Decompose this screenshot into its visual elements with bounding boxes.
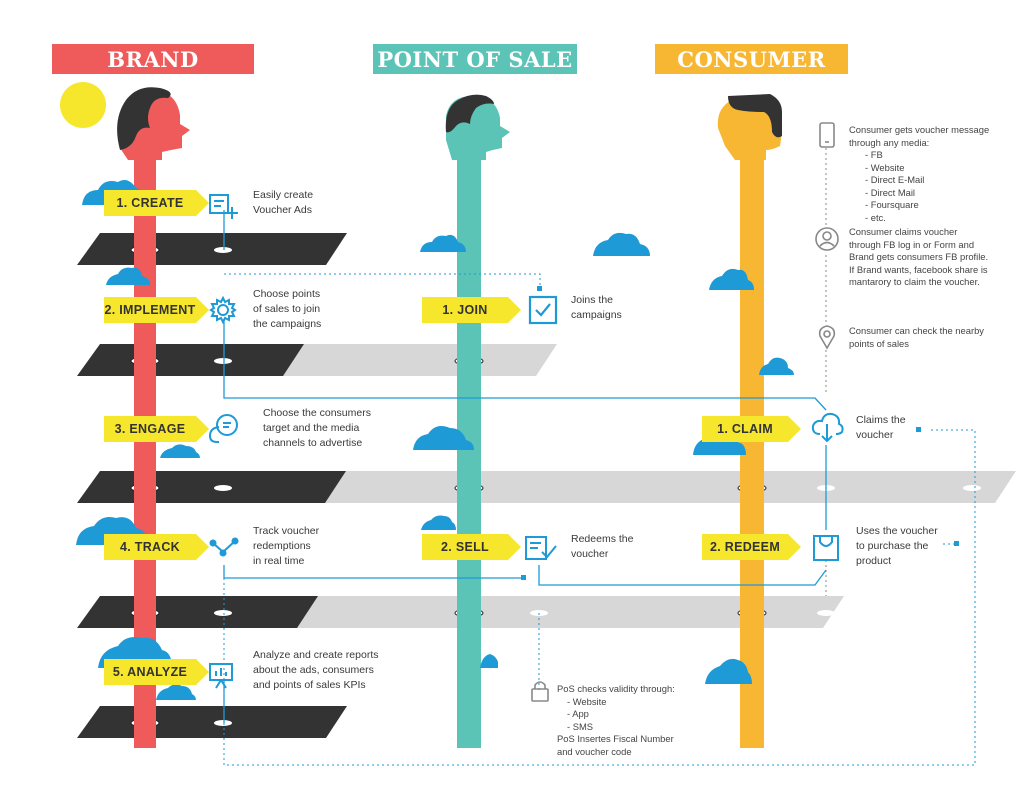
consumer-head [717, 94, 782, 160]
shopping-bag-icon [813, 535, 839, 561]
step-redeem: 2. REDEEM [702, 534, 801, 560]
lock-icon [531, 681, 549, 702]
step-create: 1. CREATE [104, 190, 209, 216]
step-implement: 2. IMPLEMENT [104, 297, 209, 323]
step-claim: 1. CLAIM [702, 416, 801, 442]
brand-head [117, 87, 190, 160]
consumer-message-info: Consumer gets voucher message through an… [849, 124, 989, 224]
network-icon [209, 537, 239, 557]
step-sell: 2. SELL [422, 534, 521, 560]
consumer-pole [740, 140, 764, 748]
phone-icon [819, 122, 835, 148]
create-ad-icon [209, 194, 238, 219]
user-icon [815, 227, 839, 251]
step-engage: 3. ENGAGE [104, 416, 209, 442]
cloud-download-icon [811, 412, 844, 443]
pos-head [445, 94, 510, 160]
checkbox-icon [528, 295, 558, 325]
consumer-claim-info: Consumer claims voucher through FB log i… [849, 226, 989, 287]
pos-check-info: PoS checks validity through: Website App… [557, 683, 675, 758]
gear-icon [209, 295, 237, 325]
consumer-nearby-info: Consumer can check the nearby points of … [849, 325, 984, 349]
connector-dots [521, 286, 959, 580]
chat-bubbles-icon [208, 414, 238, 443]
consumer-planes [611, 471, 1016, 628]
location-pin-icon [818, 325, 836, 350]
pos-header: POINT OF SALE [373, 44, 577, 74]
consumer-header: CONSUMER [655, 44, 848, 74]
report-chart-icon [209, 663, 233, 689]
form-check-icon [525, 536, 557, 560]
dotted-connectors [223, 273, 976, 766]
step-join: 1. JOIN [422, 297, 521, 323]
step-analyze: 5. ANALYZE [104, 659, 209, 685]
brand-pole [134, 140, 156, 748]
step-track: 4. TRACK [104, 534, 209, 560]
brand-header: BRAND [52, 44, 254, 74]
sun-icon [60, 82, 106, 128]
